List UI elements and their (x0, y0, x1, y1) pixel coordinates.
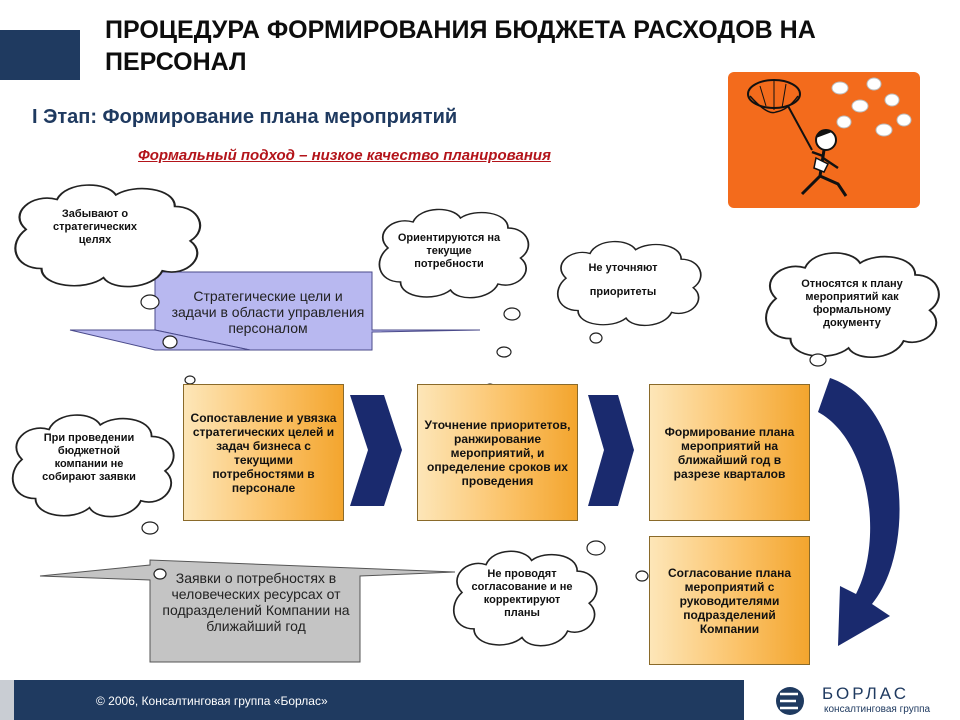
title-accent-block (0, 30, 80, 80)
callout-formal-approach: Формальный подход – низкое качество план… (138, 147, 551, 164)
cloud-no-agreement: Не проводят согласование и не корректиру… (471, 568, 573, 619)
cloud-no-priorities-line1: Не уточняют (588, 262, 658, 274)
stage-subtitle: I Этап: Формирование плана мероприятий (32, 106, 458, 128)
page-title: ПРОЦЕДУРА ФОРМИРОВАНИЯ БЮДЖЕТА РАСХОДОВ … (105, 16, 816, 76)
cloud-formal-document: Относятся к плану мероприятий как формал… (801, 278, 903, 329)
step-form-plan: Формирование плана мероприятий на ближай… (649, 384, 810, 521)
logo-subtitle: консалтинговая группа (824, 704, 931, 715)
requests-arrow (39, 559, 456, 663)
requests-label: Заявки о потребностях в человеческих рес… (162, 570, 350, 634)
chevron-2 (588, 395, 634, 506)
logo-name: БОРЛАС (822, 684, 909, 703)
return-arrow (818, 378, 900, 646)
person-with-net-illustration (728, 72, 920, 208)
step-prioritize: Уточнение приоритетов, ранжирование меро… (417, 384, 578, 521)
borlas-logo-icon (776, 687, 804, 715)
strategic-goals-label: Стратегические цели и задачи в области у… (171, 288, 365, 336)
cloud-no-priorities-line2: приоритеты (589, 286, 657, 298)
step-agree-plan: Согласование плана мероприятий с руковод… (649, 536, 810, 665)
cloud-forget-goals: Забывают о стратегических целях (52, 208, 138, 246)
chevron-1 (350, 395, 402, 506)
footer-accent (0, 680, 14, 720)
cloud-no-requests: При проведении бюджетной компании не соб… (42, 432, 136, 483)
cloud-current-needs: Ориентируются на текущие потребности (397, 232, 501, 270)
step-align-goals: Сопоставление и увязка стратегических це… (183, 384, 344, 521)
footer-copyright: © 2006, Консалтинговая группа «Борлас» (96, 694, 328, 708)
footer-bar (14, 680, 744, 720)
